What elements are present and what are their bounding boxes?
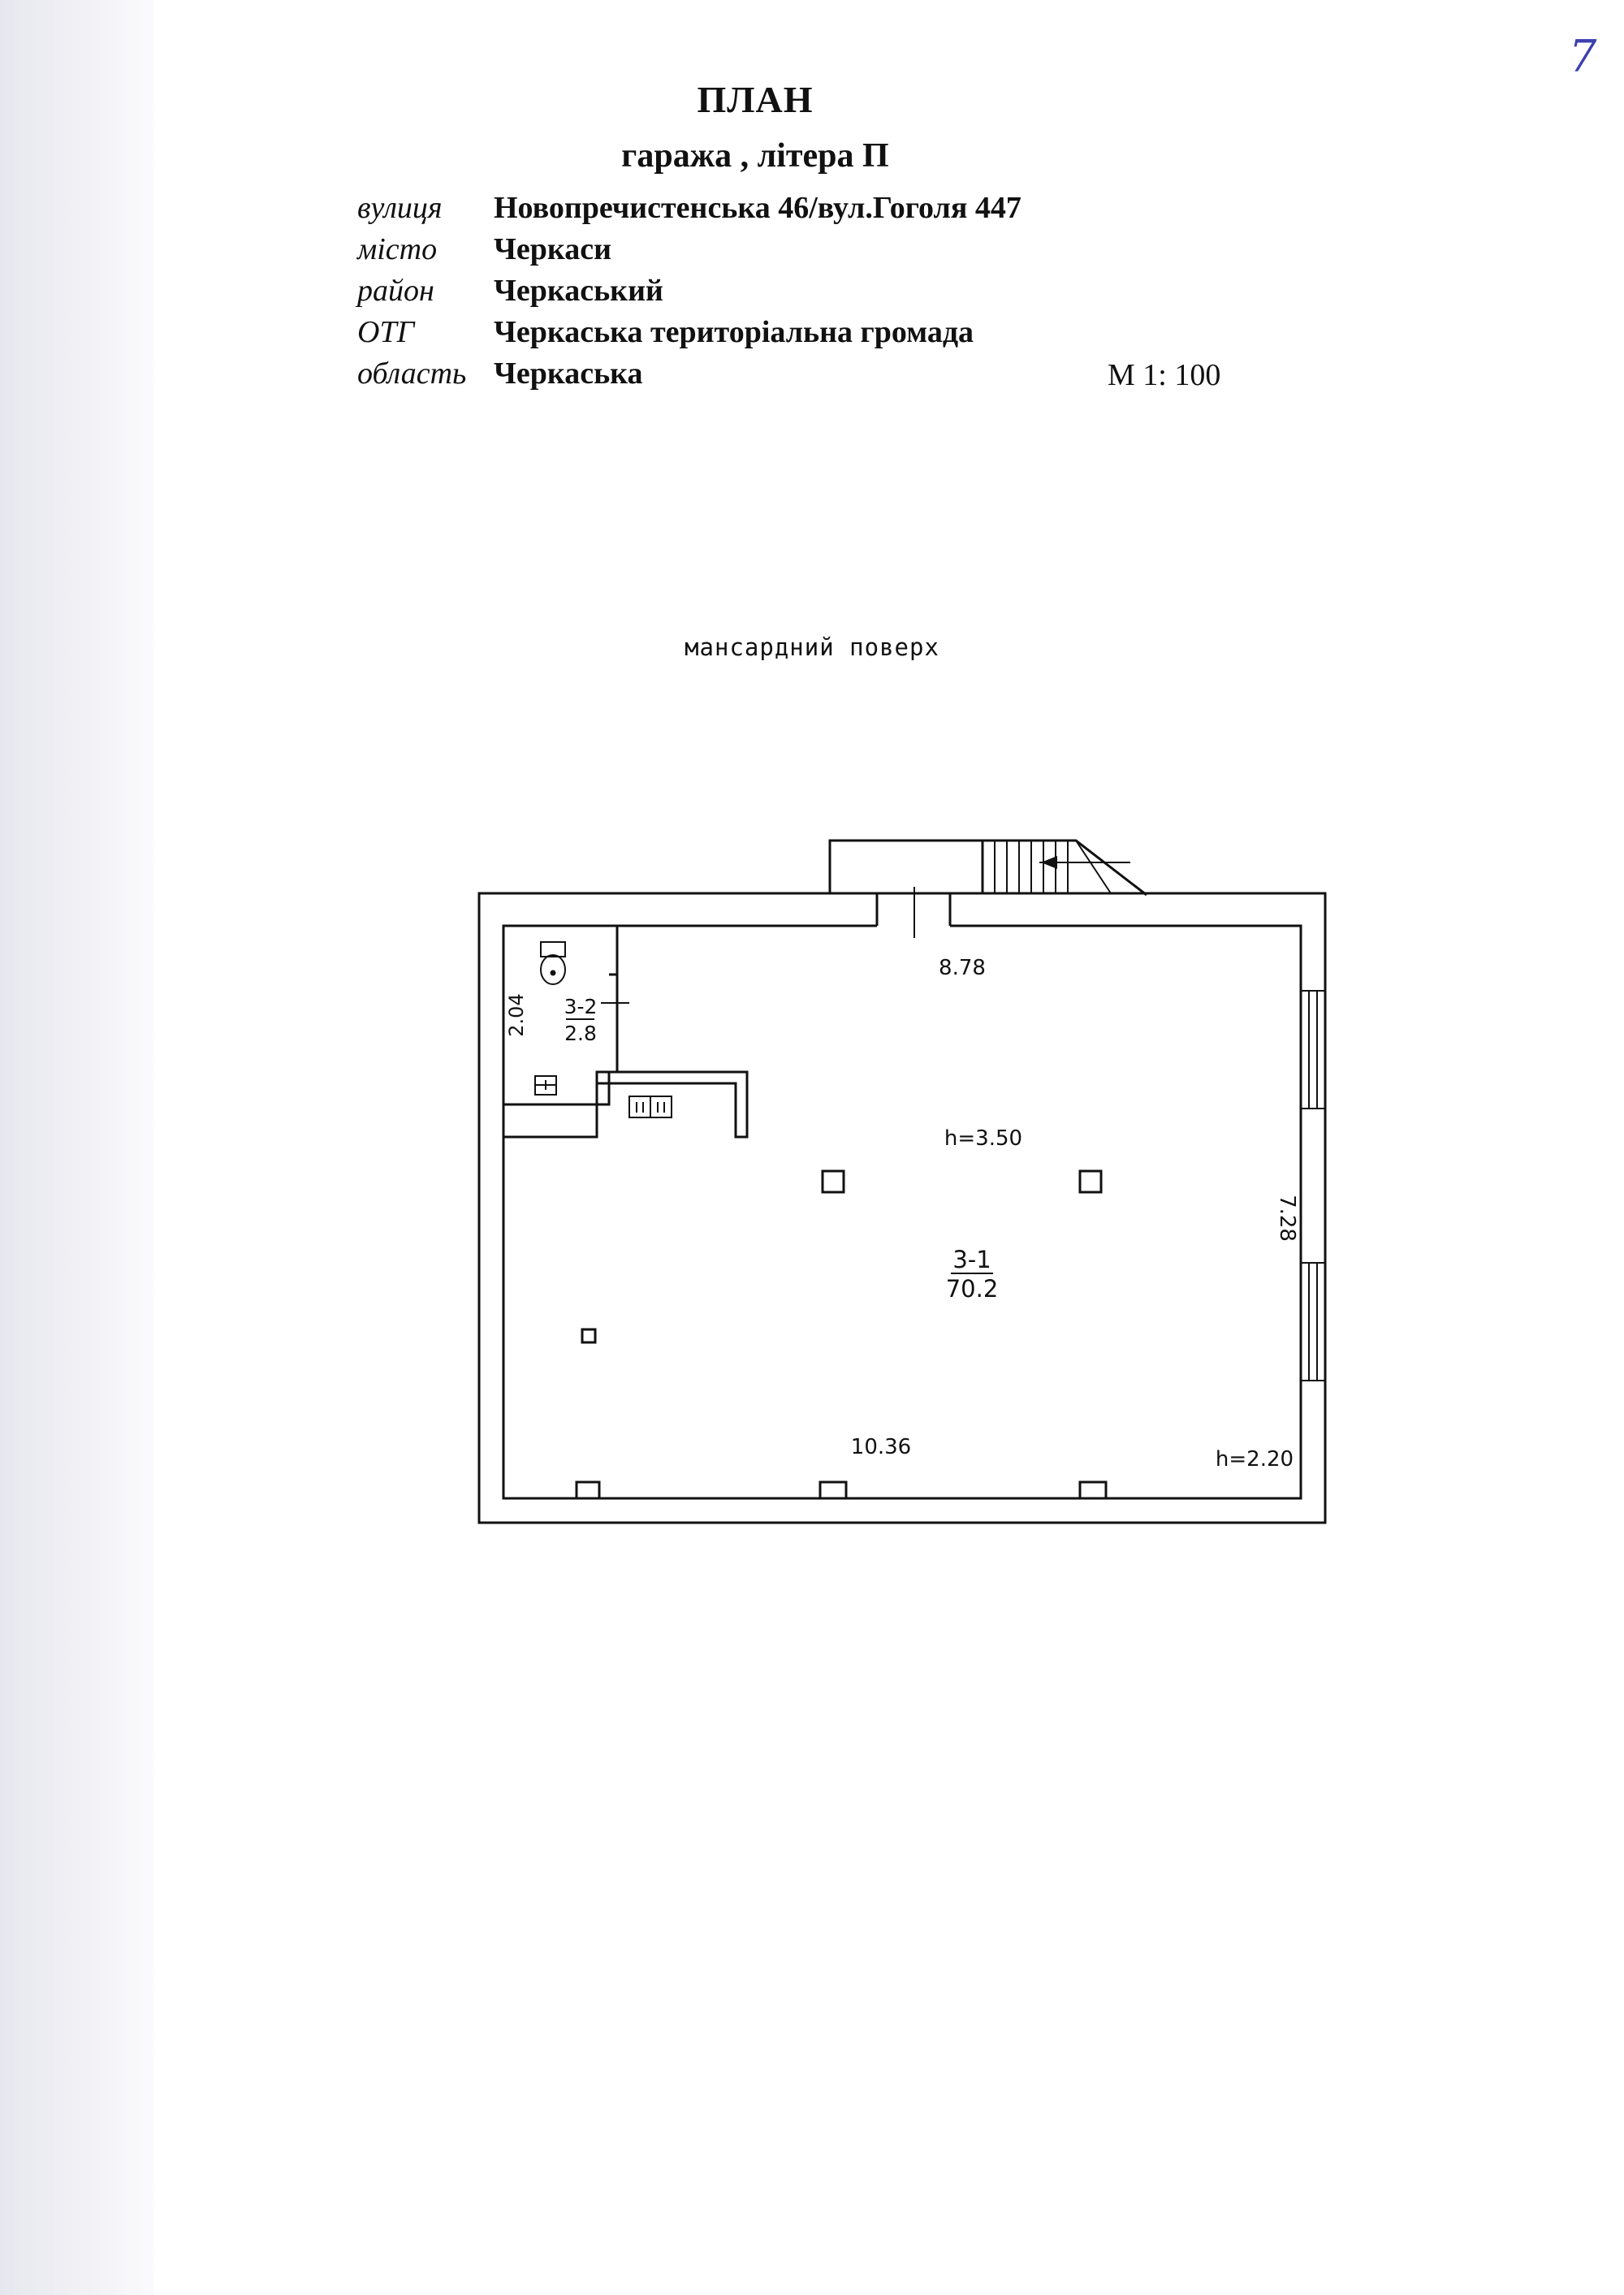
floor-name: мансардний поверх (685, 633, 939, 661)
stair-arrow-icon (1041, 856, 1057, 869)
address-value: Черкаська (494, 357, 643, 391)
pilaster (575, 1480, 601, 1498)
ceiling-height-main: h=3.50 (944, 1126, 1022, 1151)
dimension-top-width: 8.78 (939, 956, 986, 980)
vent-icon (581, 1328, 597, 1344)
address-label: район (357, 274, 434, 308)
dimension-bottom-width: 10.36 (851, 1435, 911, 1459)
column-icon (1078, 1169, 1103, 1194)
floor-plan-drawing: 8.78 10.36 7.28 2.04 h=3.50 h=2.20 3-2 2… (477, 839, 1327, 1524)
address-label: місто (357, 232, 438, 266)
document-title: ПЛАН (697, 79, 814, 120)
column-icon (821, 1169, 845, 1194)
pilaster (1078, 1480, 1108, 1498)
address-value: Черкаська територіальна громада (494, 315, 974, 349)
room-3-1-number: 3-1 (952, 1246, 991, 1273)
sheet-number: 7 (1569, 31, 1597, 82)
address-value: Новопречистенська 46/вул.Гоголя 447 (494, 191, 1021, 225)
pilaster (818, 1480, 848, 1498)
address-label: вулиця (357, 191, 443, 225)
room-3-2-area: 2.8 (564, 1022, 597, 1045)
dimension-room-3-2-height: 2.04 (505, 993, 528, 1036)
room-3-2-number: 3-2 (564, 995, 598, 1018)
stair-tower-outline (828, 839, 983, 893)
address-value: Черкаси (494, 232, 611, 266)
ceiling-height-low: h=2.20 (1216, 1447, 1294, 1472)
toilet-tank-icon (540, 941, 566, 957)
scale-label: М 1: 100 (1108, 358, 1221, 392)
window-right-lower (1301, 1262, 1325, 1381)
window-right-upper (1301, 990, 1325, 1109)
dimension-right-depth: 7.28 (1275, 1195, 1299, 1242)
stair-treads (994, 840, 1112, 894)
inner-wall (502, 924, 1302, 1500)
address-label: область (357, 357, 467, 391)
address-value: Черкаський (494, 274, 663, 308)
partition-wall (503, 1104, 598, 1139)
toilet-drain-icon (550, 970, 556, 976)
counter-partition (595, 1070, 749, 1139)
document-subtitle: гаража , літера П (621, 137, 889, 175)
outer-wall (477, 892, 1327, 1524)
scan-edge-shadow (0, 0, 154, 2295)
room-3-1-area: 70.2 (946, 1275, 999, 1303)
address-label: ОТГ (357, 315, 415, 349)
toilet-bowl-icon (540, 954, 566, 985)
